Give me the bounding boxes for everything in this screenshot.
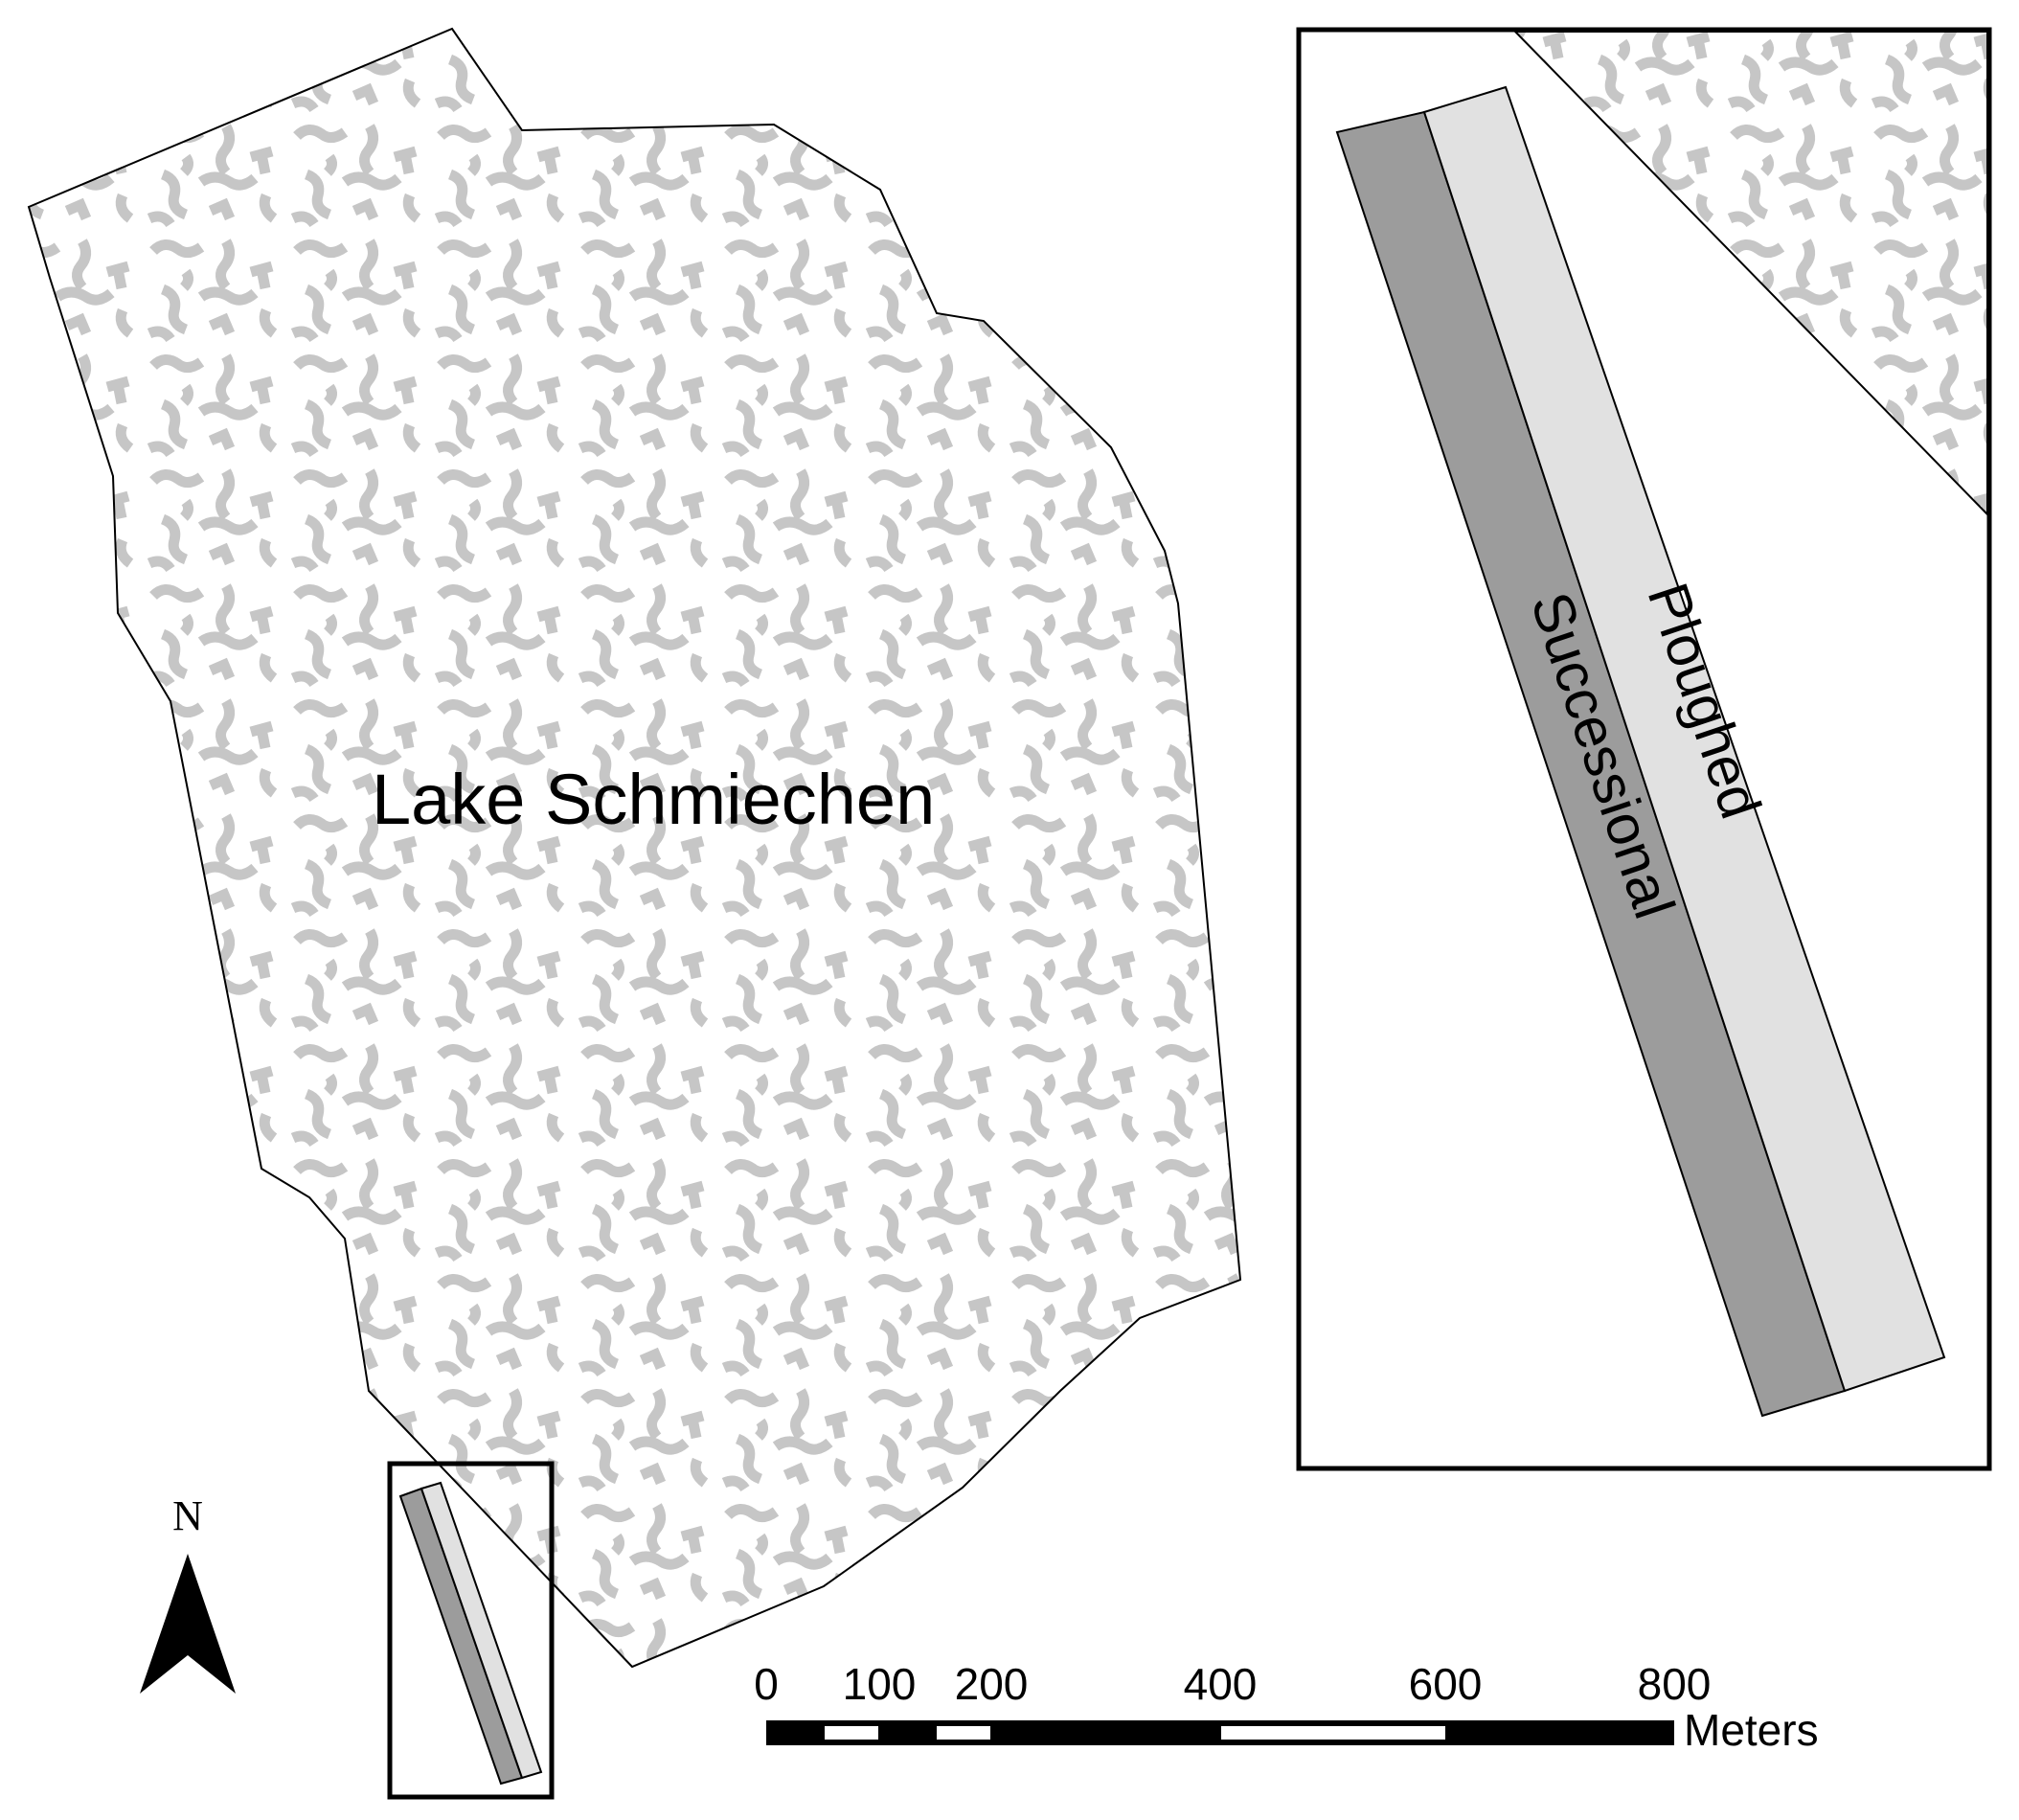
lake-schmiechen-area (27, 27, 1242, 1669)
scale-tick-600: 600 (1409, 1659, 1483, 1709)
scale-tick-0: 0 (754, 1659, 779, 1709)
scale-bar-outline (766, 1720, 1674, 1745)
lake-label: Lake Schmiechen (372, 760, 935, 839)
scale-bar-segment-light (1221, 1726, 1445, 1740)
scale-tick-800: 800 (1638, 1659, 1712, 1709)
scale-tick-100: 100 (843, 1659, 917, 1709)
scale-bar-segment-light (937, 1726, 990, 1740)
scale-bar (766, 1720, 1674, 1745)
scale-unit-label: Meters (1684, 1705, 1819, 1755)
locator-ploughed-strip (420, 1481, 543, 1780)
inset-border (1296, 27, 1992, 1471)
locator-frame (387, 1461, 555, 1800)
scale-tick-400: 400 (1184, 1659, 1258, 1709)
scale-bar-segment-light (825, 1726, 878, 1740)
scale-tick-200: 200 (955, 1659, 1029, 1709)
north-label: N (172, 1492, 203, 1539)
north-arrow-icon (140, 1554, 236, 1694)
ploughed-plot (1422, 85, 1946, 1393)
